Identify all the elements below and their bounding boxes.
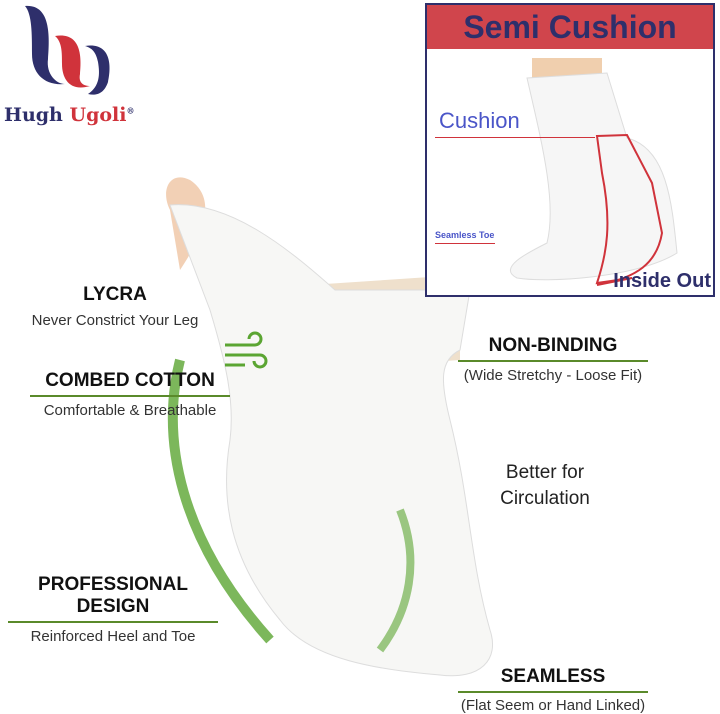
cushion-pointer-line <box>435 137 595 138</box>
feature-professional-design: PROFESSIONAL DESIGN Reinforced Heel and … <box>8 574 218 645</box>
feature-title: NON-BINDING <box>488 335 618 356</box>
brand-logo-text: Hugh Ugoli® <box>4 104 134 126</box>
feature-lycra: LYCRA Never Constrict Your Leg <box>30 284 200 329</box>
feature-subtitle: Never Constrict Your Leg <box>31 312 199 329</box>
feature-underline <box>458 691 648 693</box>
feature-circulation: Better for Circulation <box>470 462 620 510</box>
feature-combed-cotton: COMBED COTTON Comfortable & Breathable <box>30 370 230 419</box>
semi-cushion-inset: Semi Cushion Cushion Seamless Toe Inside… <box>425 3 715 297</box>
feature-subtitle: (Wide Stretchy - Loose Fit) <box>463 367 643 384</box>
registered-mark: ® <box>126 105 135 116</box>
circulation-line-2: Circulation <box>500 488 590 509</box>
brand-logo-mark <box>25 5 110 95</box>
feature-seamless: SEAMLESS (Flat Seem or Hand Linked) <box>458 666 648 714</box>
feature-subtitle: Reinforced Heel and Toe <box>30 628 196 645</box>
brand-first: Hugh <box>4 104 63 126</box>
circulation-line-1: Better for <box>505 462 585 483</box>
seamless-toe-pointer-line <box>435 243 495 244</box>
feature-underline <box>8 621 218 623</box>
feature-non-binding: NON-BINDING (Wide Stretchy - Loose Fit) <box>458 335 648 384</box>
cushion-label: Cushion <box>439 108 520 133</box>
seamless-toe-label: Seamless Toe <box>435 230 495 240</box>
feature-title: SEAMLESS <box>500 666 606 687</box>
feature-underline <box>30 395 230 397</box>
sock-product-image <box>166 177 494 677</box>
feature-title: COMBED COTTON <box>45 370 215 391</box>
brand-second: Ugoli <box>69 104 127 126</box>
feature-title: PROFESSIONAL DESIGN <box>38 574 188 617</box>
feature-title: LYCRA <box>83 284 147 305</box>
feature-subtitle: (Flat Seem or Hand Linked) <box>460 697 646 714</box>
inset-title: Semi Cushion <box>427 5 713 49</box>
feature-underline <box>458 360 648 362</box>
breeze-icon <box>225 331 268 369</box>
feature-subtitle: Comfortable & Breathable <box>43 402 217 419</box>
inside-out-label: Inside Out <box>613 270 711 292</box>
inset-sock-image <box>509 58 678 286</box>
